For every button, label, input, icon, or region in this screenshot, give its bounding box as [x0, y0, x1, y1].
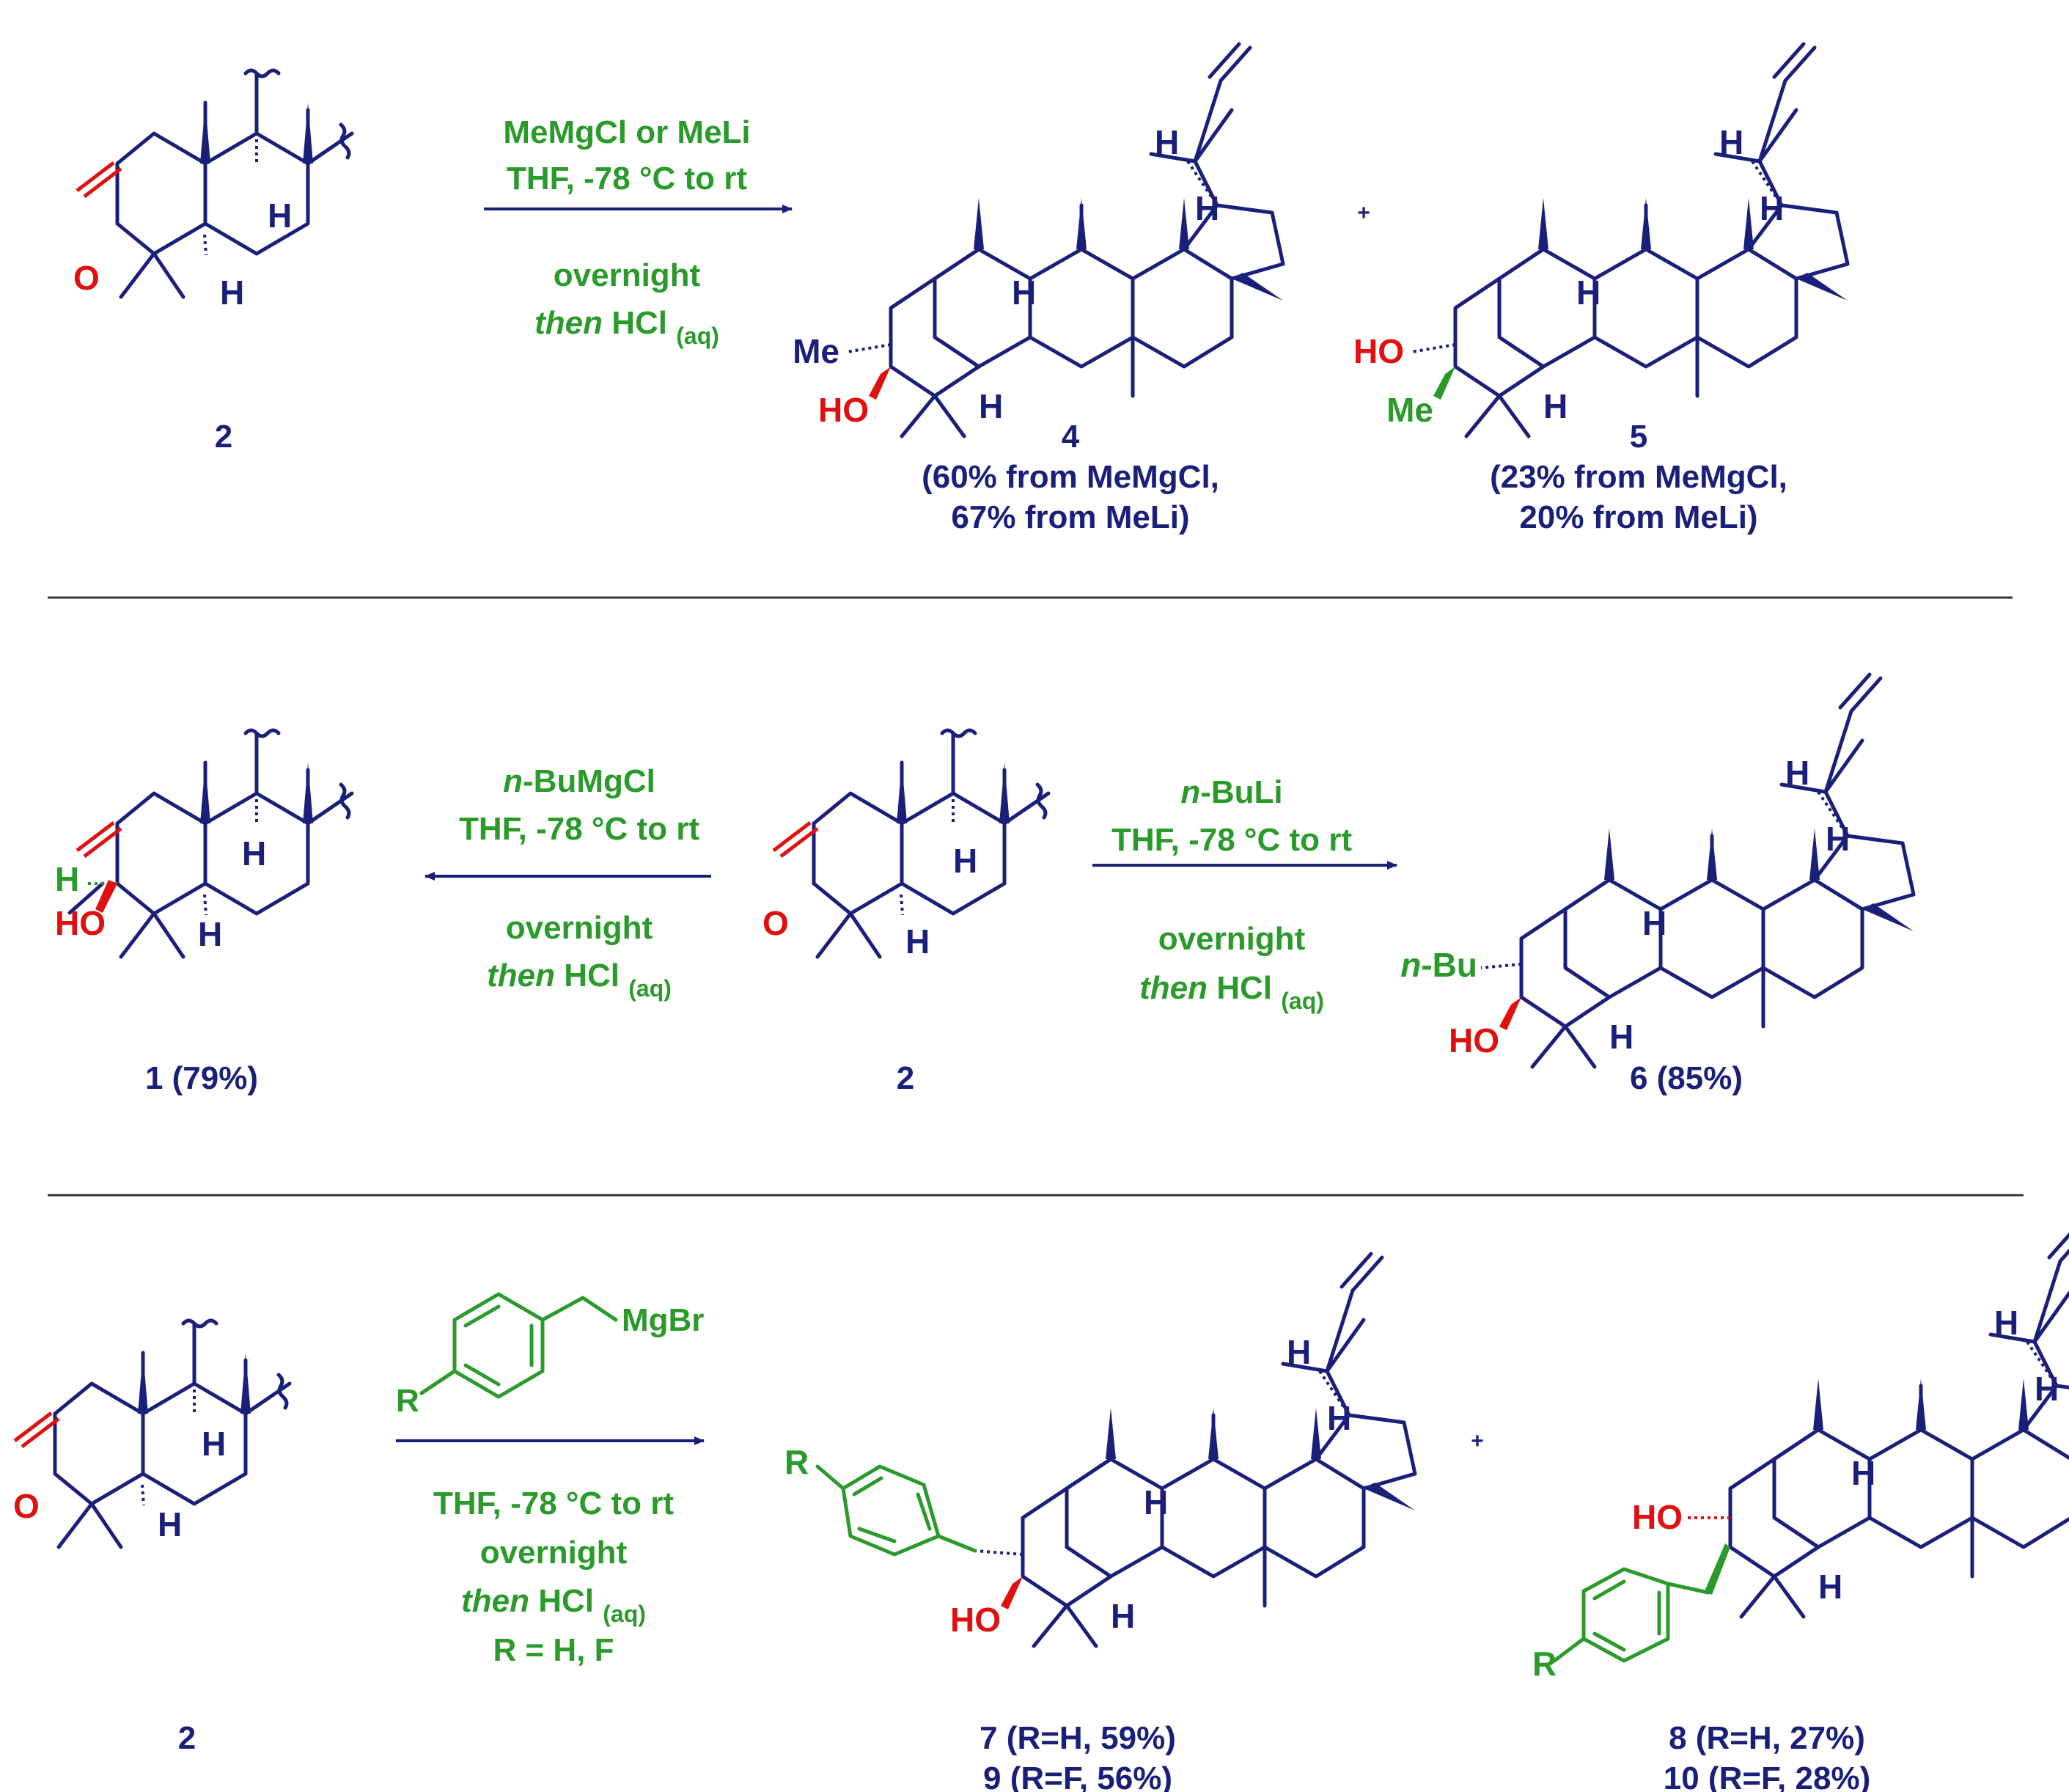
h-label: H — [158, 1505, 182, 1543]
workup-text: then HCl (aq) — [534, 305, 719, 349]
compound-label-7: 7 (R=H, 59%) — [980, 1720, 1176, 1756]
row3-starting-material: O H H — [13, 1321, 290, 1547]
conditions-text: THF, -78 °C to rt — [1111, 822, 1352, 858]
hydroxyl-label: HO — [950, 1601, 1001, 1639]
oxygen-label: O — [13, 1487, 40, 1525]
h-label: H — [1826, 820, 1850, 858]
workup-text: then HCl (aq) — [1139, 970, 1324, 1014]
product-4: Me HO H H H H — [793, 44, 1283, 438]
h-label: H — [1760, 189, 1784, 227]
h-label: H — [1155, 123, 1179, 161]
oxygen-label: O — [762, 904, 789, 942]
h-label: H — [1543, 387, 1568, 425]
h-label: H — [1287, 1333, 1311, 1371]
plus-sign: + — [1471, 1429, 1484, 1453]
h-label: H — [979, 387, 1003, 425]
reagent-text: MeMgCl or MeLi — [503, 114, 750, 150]
h-label: H — [1111, 1597, 1135, 1635]
h-label: H — [1818, 1568, 1842, 1606]
compound-label-6: 6 (85%) — [1630, 1060, 1743, 1096]
r-group-label: R — [784, 1443, 809, 1481]
conditions-text: THF, -78 °C to rt — [507, 161, 747, 197]
product-8-10: R HO H H H H — [1532, 1224, 2069, 1683]
oxygen-label: O — [73, 259, 100, 297]
hydroxyl-label: HO — [55, 904, 106, 942]
yield-text: (60% from MeMgCl, — [922, 459, 1219, 495]
h-label: H — [1719, 123, 1743, 161]
mgbr-label: MgBr — [622, 1302, 704, 1338]
workup-text: then HCl (aq) — [487, 958, 672, 1002]
compound-label-9: 9 (R=F, 56%) — [983, 1760, 1172, 1792]
h-label: H — [1785, 754, 1809, 792]
yield-text: 20% from MeLi) — [1519, 499, 1757, 535]
reagent-text: n-BuMgCl — [503, 763, 655, 799]
hydroxyl-label: HO — [1632, 1498, 1683, 1536]
methyl-label: Me — [1386, 391, 1433, 429]
product-5: HO Me H H H H — [1353, 44, 1848, 438]
h-label: H — [1851, 1454, 1875, 1492]
row2-starting-material: O H H — [762, 730, 1048, 961]
h-label: H — [1327, 1399, 1351, 1437]
compound-label-2: 2 — [178, 1720, 196, 1756]
benzyl-grignard-reagent: MgBr R — [396, 1292, 704, 1419]
r-group-label: R — [396, 1383, 419, 1419]
h-label: H — [1994, 1304, 2018, 1342]
methyl-label: Me — [793, 332, 839, 370]
hydroxyl-label: HO — [1449, 1021, 1499, 1060]
plus-sign: + — [1357, 201, 1370, 225]
reagent-text: n-BuLi — [1180, 774, 1282, 810]
h-label: H — [1144, 1483, 1168, 1521]
workup-text: then HCl (aq) — [461, 1583, 646, 1627]
h-label: H — [1195, 189, 1219, 227]
butyl-label: n-Bu — [1400, 946, 1477, 984]
h-label: H — [1609, 1018, 1633, 1056]
h-label: H — [1576, 273, 1601, 312]
row1-starting-material: O H H — [73, 70, 352, 312]
compound-label-8: 8 (R=H, 27%) — [1669, 1720, 1865, 1756]
conditions-text: THF, -78 °C to rt — [459, 811, 699, 847]
h-label: H — [242, 834, 266, 873]
substituent-text: R = H, F — [493, 1632, 614, 1668]
yield-text: (23% from MeMgCl, — [1490, 459, 1787, 495]
time-text: overnight — [480, 1535, 628, 1571]
h-label: H — [1642, 904, 1666, 942]
time-text: overnight — [1158, 921, 1306, 957]
h-label: H — [1012, 273, 1036, 312]
yield-text: 67% from MeLi) — [951, 499, 1189, 535]
h-label: H — [55, 860, 79, 898]
product-1: H HO H H — [55, 730, 352, 957]
compound-label-5: 5 — [1630, 419, 1647, 455]
h-label: H — [268, 197, 292, 235]
conditions-text: THF, -78 °C to rt — [433, 1486, 674, 1521]
h-label: H — [905, 922, 930, 961]
compound-label-1: 1 (79%) — [145, 1060, 258, 1096]
h-label: H — [202, 1425, 226, 1463]
h-label: H — [953, 842, 977, 880]
hydroxyl-label: HO — [818, 391, 869, 429]
h-label: H — [220, 273, 244, 312]
h-label: H — [198, 915, 222, 953]
r-group-label: R — [1532, 1645, 1557, 1683]
time-text: overnight — [506, 910, 653, 946]
product-6: n-Bu HO H H H H — [1400, 675, 1914, 1069]
product-7-9: R HO H H H H — [784, 1254, 1415, 1648]
compound-label-2: 2 — [215, 419, 232, 455]
hydroxyl-label: HO — [1353, 332, 1404, 370]
compound-label-4: 4 — [1062, 419, 1080, 455]
time-text: overnight — [554, 257, 701, 293]
compound-label-10: 10 (R=F, 28%) — [1664, 1760, 1870, 1792]
compound-label-2: 2 — [897, 1060, 914, 1096]
h-label: H — [2035, 1370, 2059, 1408]
